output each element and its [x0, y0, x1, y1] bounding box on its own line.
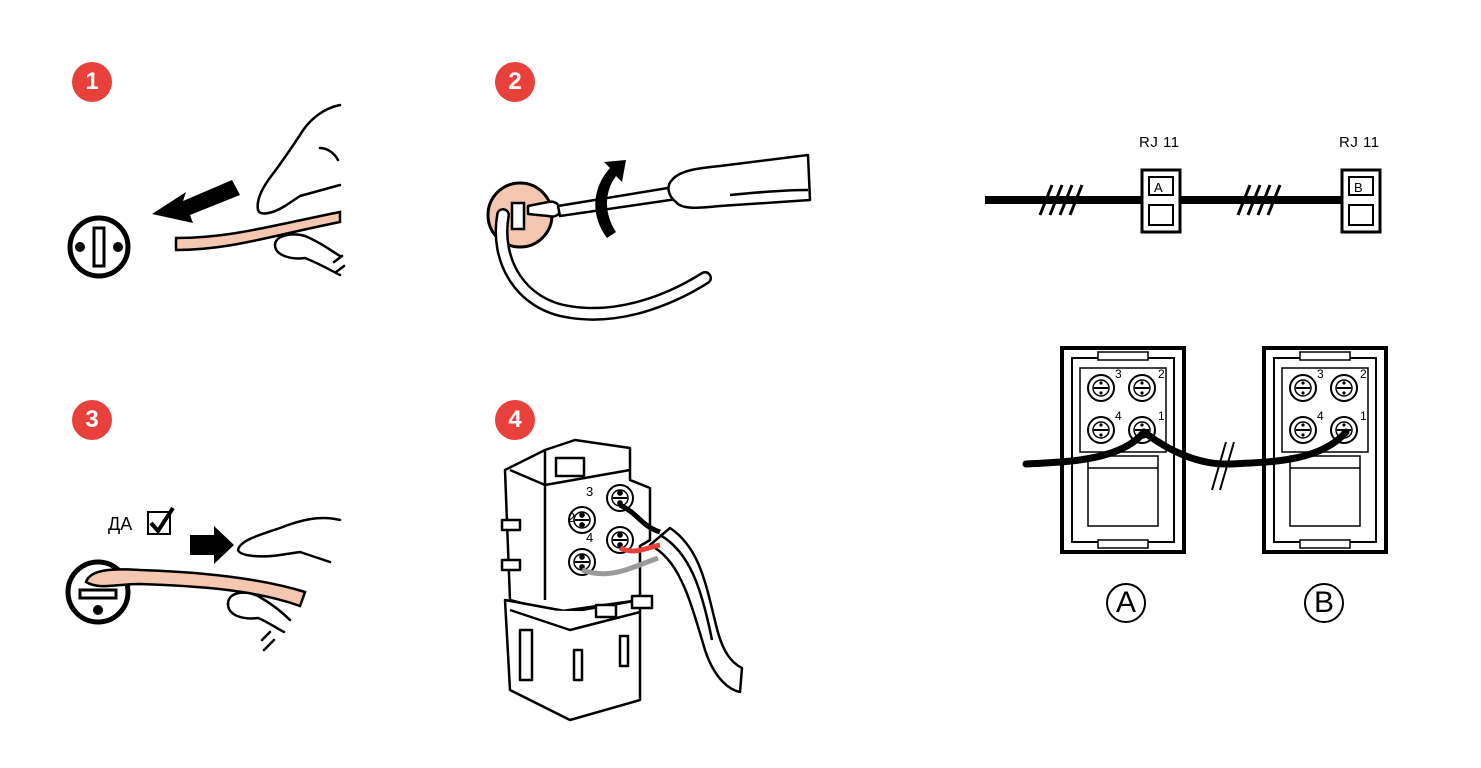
socket-a-marker: A	[1106, 583, 1146, 623]
yes-label: ДА	[108, 514, 133, 534]
terminal-label: 1	[1360, 409, 1367, 423]
step-4-illustration	[500, 438, 744, 722]
step-3-illustration	[65, 506, 342, 652]
step-3-badge: 3	[72, 400, 112, 440]
rj11-socket-b	[1340, 168, 1382, 234]
terminal-label: 2	[1360, 367, 1367, 381]
step-2-illustration	[486, 153, 812, 321]
hand-icon	[226, 516, 342, 652]
terminal-label: 4	[1115, 409, 1122, 423]
terminal-label: 4	[586, 530, 593, 545]
rj11-socket-a	[1140, 168, 1182, 234]
wiring-diagram	[1022, 346, 1388, 554]
socket-b-letter: B	[1354, 180, 1363, 195]
terminal-label: 2	[1158, 367, 1165, 381]
terminal-label: 2	[568, 510, 575, 525]
terminal-label: 3	[1317, 367, 1324, 381]
checkbox-icon	[147, 506, 175, 535]
step-4-badge: 4	[495, 400, 535, 440]
step-1-illustration	[67, 103, 346, 279]
socket-b-type-label: RJ 11	[1339, 134, 1380, 151]
socket-a-letter: A	[1154, 180, 1163, 195]
hand-icon	[256, 103, 346, 277]
screwdriver-icon	[526, 153, 812, 218]
socket-a-type-label: RJ 11	[1139, 134, 1180, 151]
arrow-left-icon	[152, 180, 240, 223]
wire	[174, 210, 342, 252]
terminal-label: 3	[1115, 367, 1122, 381]
terminal-label: 1	[1158, 409, 1165, 423]
terminal-label: 4	[1317, 409, 1324, 423]
socket-b-marker: B	[1304, 583, 1344, 623]
topology-diagram: A B	[985, 168, 1382, 234]
wiring-terminal-labels: 3 2 4 1 3 2 4 1	[1115, 367, 1367, 423]
arrow-right-icon	[190, 526, 234, 564]
step-2-badge: 2	[495, 62, 535, 102]
step-4-terminal-labels: 3 2 4	[568, 484, 593, 545]
step-1-badge: 1	[72, 62, 112, 102]
terminal-socket-icon	[67, 215, 131, 279]
rotate-arrow-icon	[595, 160, 626, 238]
terminal-label: 3	[586, 484, 593, 499]
